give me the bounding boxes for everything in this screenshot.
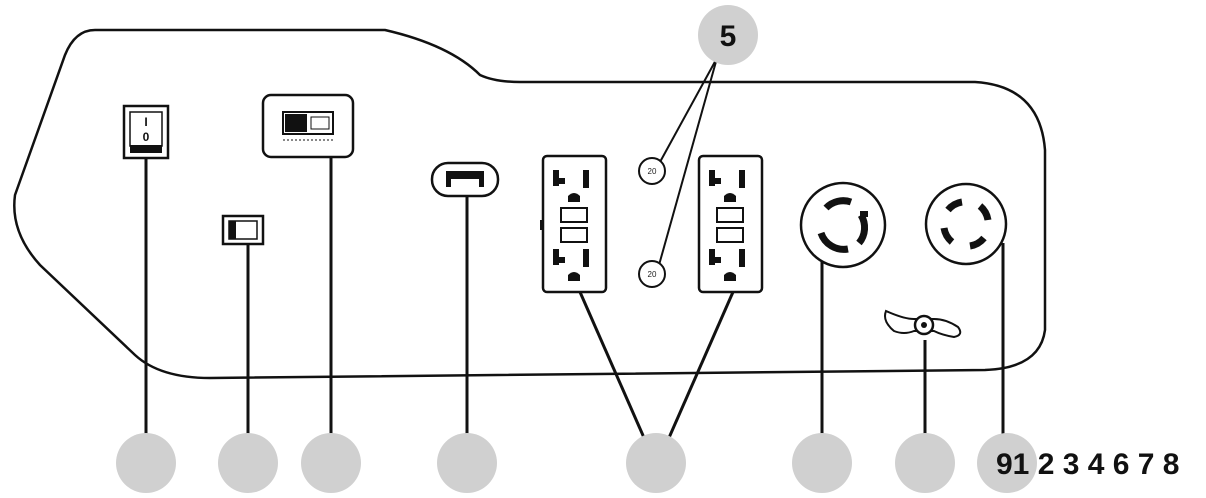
circuit-breaker-icon: 20 xyxy=(638,260,666,288)
leader-lines xyxy=(144,158,1005,441)
callout-circle-top xyxy=(698,5,758,65)
switch-off-mark: 0 xyxy=(143,130,150,144)
leader-line-5b xyxy=(666,291,735,441)
svg-text:20: 20 xyxy=(648,167,657,176)
rocker-switch-icon: I 0 xyxy=(122,104,170,160)
gfci-outlet-icon xyxy=(697,154,764,294)
breaker-leader-top xyxy=(659,57,718,163)
wing-nut-icon xyxy=(884,309,962,339)
callout-circle-7 xyxy=(895,433,955,493)
svg-text:20: 20 xyxy=(648,270,657,279)
bottom-numbers-label: 91 2 3 4 6 7 8 xyxy=(996,448,1180,481)
twist-lock-outlet-icon xyxy=(924,182,1008,266)
circuit-breaker-icon: 20 xyxy=(638,157,666,185)
bottom-callout-circles xyxy=(116,433,1037,493)
callout-circle-5 xyxy=(626,433,686,493)
callout-circle-2 xyxy=(218,433,278,493)
callout-circle-4 xyxy=(437,433,497,493)
callout-top-label: 5 xyxy=(720,20,737,53)
gfci-outlet-icon xyxy=(540,154,608,294)
callout-circle-6 xyxy=(792,433,852,493)
switch-on-mark: I xyxy=(144,115,147,129)
usb-port-icon xyxy=(430,161,500,198)
breaker-leader-lines xyxy=(658,57,718,266)
breaker-leader-bottom xyxy=(658,57,718,266)
leader-line-5a xyxy=(578,291,647,441)
toggle-switch-icon xyxy=(261,93,355,159)
small-switch-icon xyxy=(221,214,265,246)
callout-circle-3 xyxy=(301,433,361,493)
twist-lock-outlet-icon xyxy=(799,181,887,269)
callout-circle-8 xyxy=(977,433,1037,493)
callout-circle-1 xyxy=(116,433,176,493)
